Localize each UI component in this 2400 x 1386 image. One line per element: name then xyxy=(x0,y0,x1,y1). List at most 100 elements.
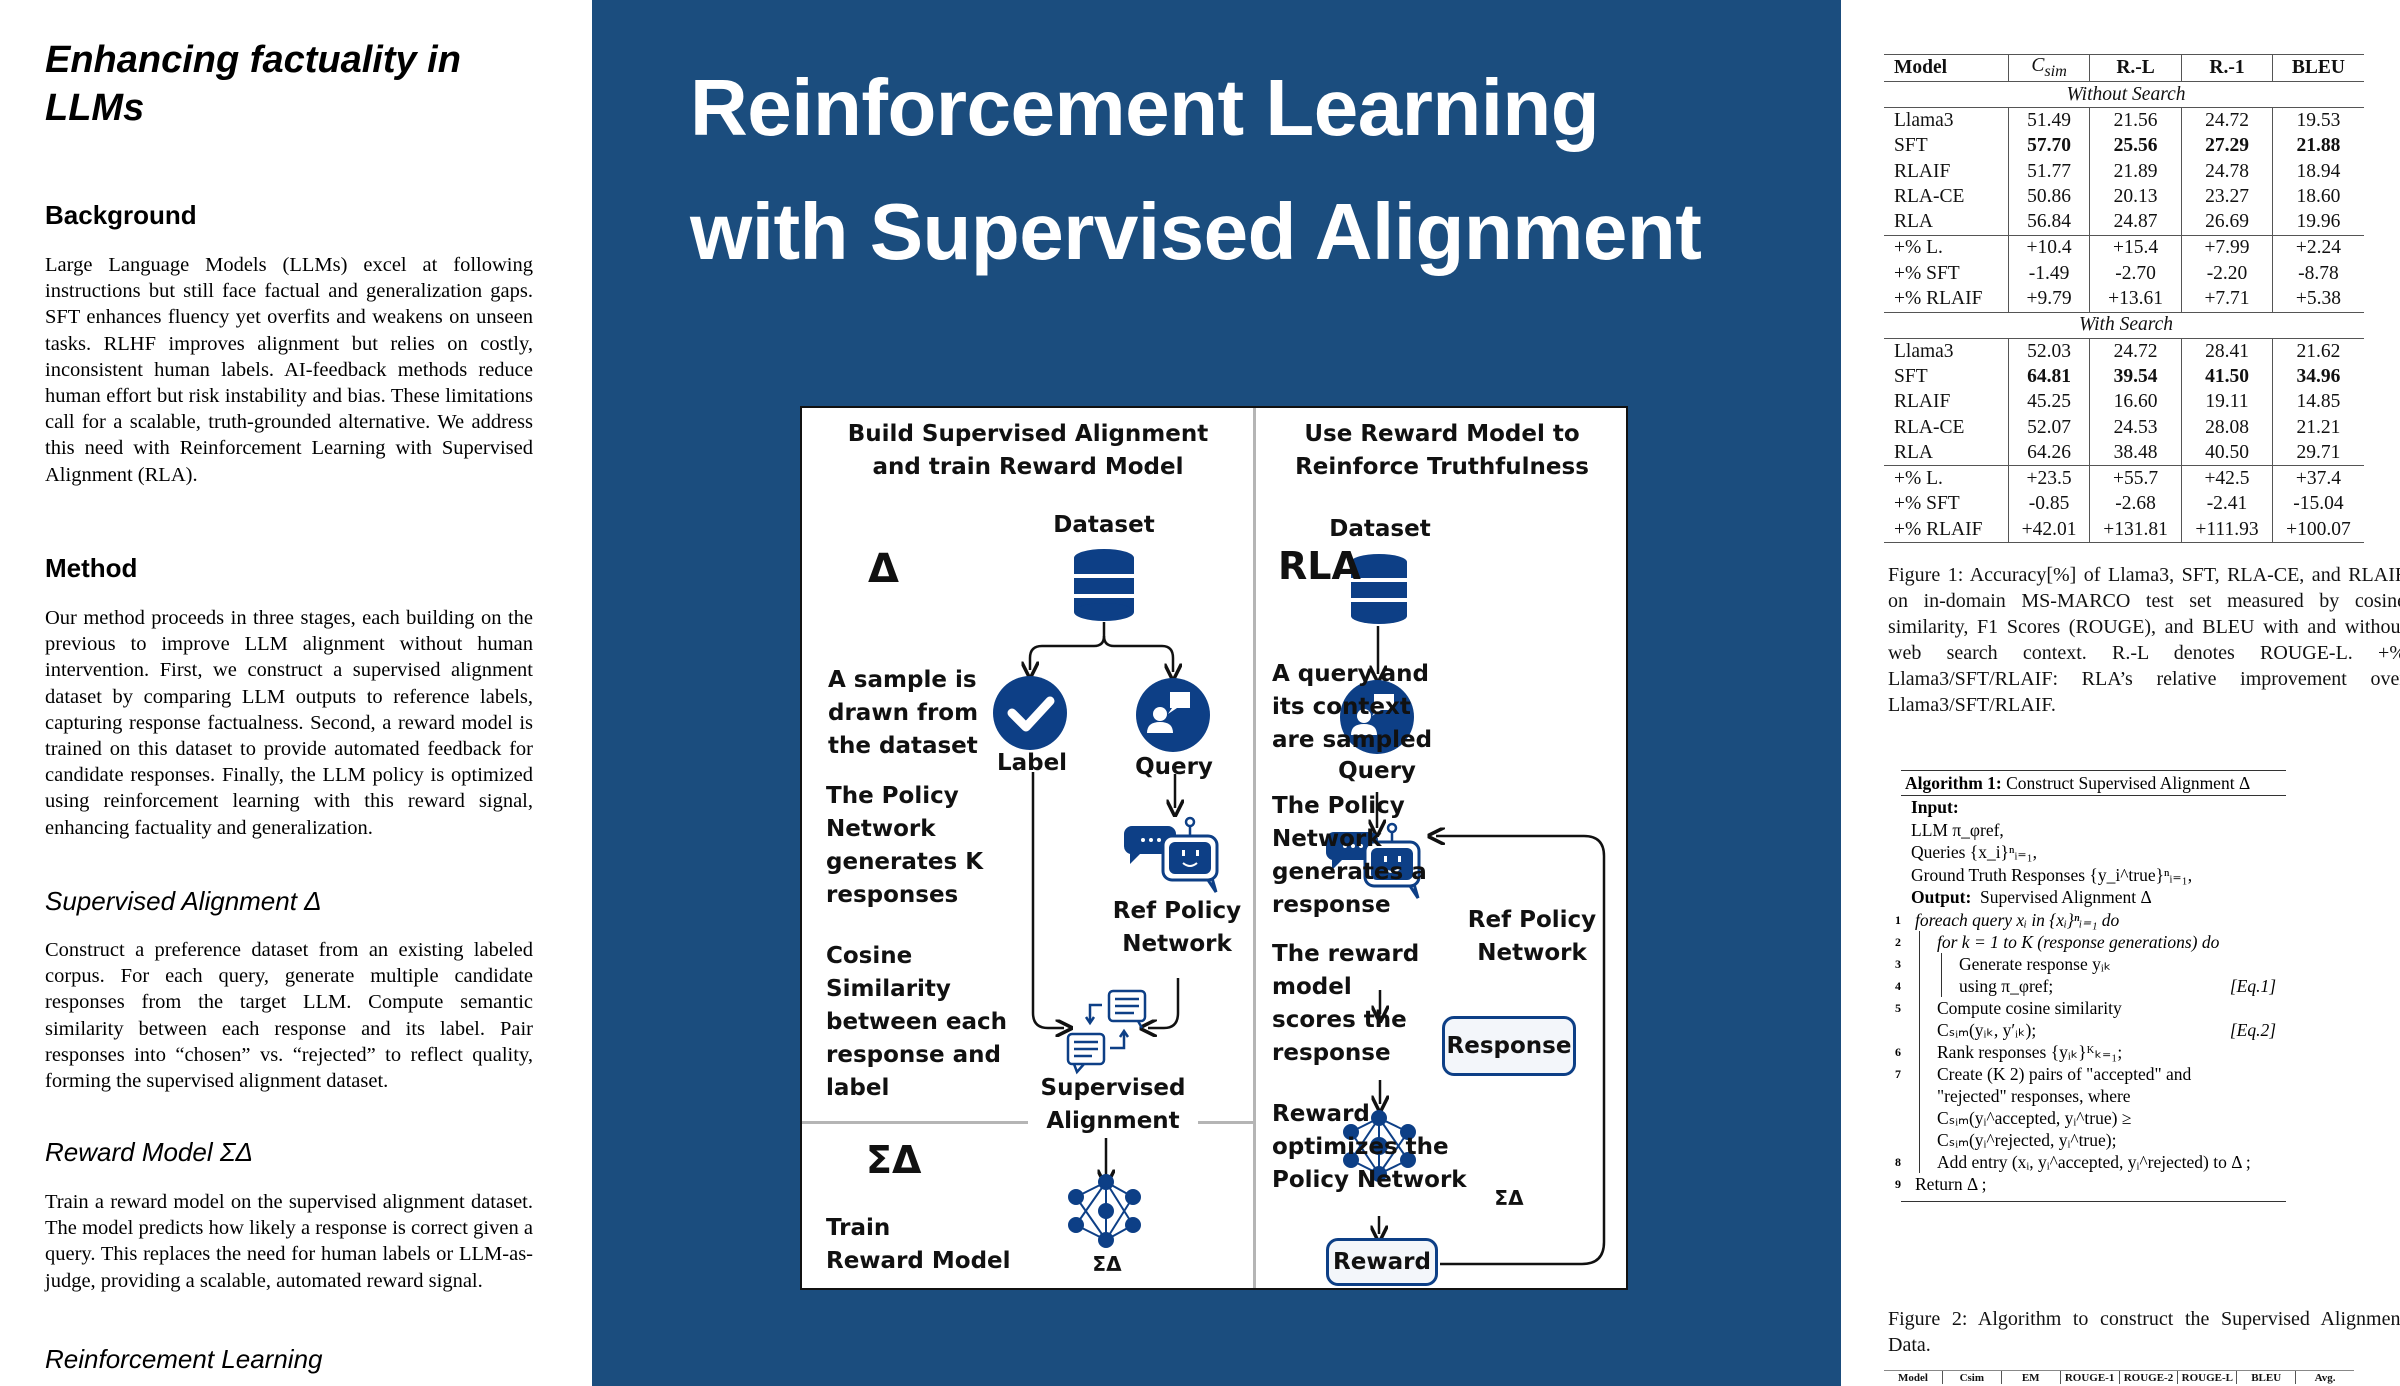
algo-line-text: Return Δ ; xyxy=(1915,1173,1987,1194)
cell-model: RLA-CE xyxy=(1894,416,1965,438)
sigma-delta-text: ΣΔ xyxy=(866,1138,922,1182)
cell-value: 51.49 xyxy=(2008,107,2090,134)
cell-value: 52.03 xyxy=(2008,338,2090,365)
algo-line-number: 4 xyxy=(1895,978,1901,993)
algo-line: "rejected" responses, where xyxy=(1901,1085,2286,1107)
query-label-right: Query xyxy=(1338,758,1416,784)
diagram-graphics xyxy=(993,549,1606,1266)
step-line: response xyxy=(1272,1040,1391,1066)
supervised-line2: Alignment xyxy=(1028,1105,1198,1138)
right-title-line2: Reinforce Truthfulness xyxy=(1295,454,1589,480)
algo-line-number: 6 xyxy=(1895,1044,1901,1059)
cell-value: 20.13 xyxy=(2088,184,2182,210)
column-divider xyxy=(1253,408,1256,1288)
robot-chat-icon-right xyxy=(1325,822,1421,899)
cell-model: RLA xyxy=(1894,211,1933,233)
delta-row: +% SFT-0.85-2.68-2.41-15.04 xyxy=(1884,491,2364,518)
cell-model: +% SFT xyxy=(1894,493,1960,515)
supervised-alignment-text: Construct a preference dataset from an e… xyxy=(45,939,533,1093)
sigma-delta-small-right: ΣΔ xyxy=(1494,1186,1524,1210)
step-line: response xyxy=(1272,892,1391,918)
section-title: Without Search xyxy=(1884,81,2364,109)
step-line: Similarity xyxy=(826,976,951,1002)
algo-line: 4 using π_φref; [Eq.1] xyxy=(1895,975,2286,997)
step-line: The Policy xyxy=(1272,793,1405,819)
algo-line-text: foreach query xᵢ in {xᵢ}ⁿᵢ₌₁ do xyxy=(1915,909,2120,930)
bottom-table-col: ROUGE-1 xyxy=(2059,1371,2119,1384)
cell-value: 21.88 xyxy=(2271,133,2364,159)
cell-model: Llama3 xyxy=(1894,340,1954,362)
step-line: Train xyxy=(826,1215,891,1241)
cell-value: 19.96 xyxy=(2271,209,2364,236)
cell-value: -15.04 xyxy=(2271,491,2364,518)
cell-model: +% RLAIF xyxy=(1884,286,2009,313)
algo-block-bar xyxy=(1919,930,1920,1173)
table-header-row: Model Csim R.-L R.-1 BLEU xyxy=(1884,54,2364,82)
algo-input: LLM π_φref, xyxy=(1911,819,2004,840)
cell-value: +37.4 xyxy=(2271,465,2364,492)
step-line: Reward xyxy=(1272,1101,1370,1127)
cell-value: +2.24 xyxy=(2271,234,2364,262)
background-text: Large Language Models (LLMs) excel at fo… xyxy=(45,254,533,486)
dataset-label: Dataset xyxy=(1053,512,1155,538)
cell-value: 40.50 xyxy=(2181,440,2273,466)
heading-reward-model: Reward Model ΣΔ xyxy=(45,1137,253,1167)
query-person-icon-right xyxy=(1340,680,1414,754)
supervised-alignment-label: Supervised Alignment xyxy=(1028,1072,1198,1138)
csim-c: C xyxy=(2031,55,2045,77)
neural-network-icon xyxy=(1068,1174,1141,1248)
algo-input: Ground Truth Responses {y_i^true}ⁿᵢ₌₁, xyxy=(1911,864,2193,885)
algo-line-text: "rejected" responses, where xyxy=(1937,1085,2131,1106)
algo-line-text: Compute cosine similarity xyxy=(1937,997,2122,1018)
banner-title-line1: Reinforcement Learning xyxy=(690,63,1600,152)
cell-value: 39.54 xyxy=(2088,364,2182,390)
algorithm-1: Algorithm 1: Construct Supervised Alignm… xyxy=(1895,770,2286,1202)
section-row: Without Search xyxy=(1884,81,2364,109)
cell-value: 21.89 xyxy=(2088,158,2182,185)
right-column-title: Use Reward Model to Reinforce Truthfulne… xyxy=(1256,418,1628,484)
cell-model: RLAIF xyxy=(1894,160,1951,182)
algo-eq-ref: [Eq.1] xyxy=(2229,975,2276,996)
step-query-sampled: A query and its context are sampled xyxy=(1272,658,1432,757)
cell-value: 56.84 xyxy=(2008,209,2090,236)
cell-value: 24.87 xyxy=(2088,209,2182,236)
algo-line-number: 3 xyxy=(1895,956,1901,971)
col-csim: Csim xyxy=(2008,54,2090,82)
algo-title-rest: Construct Supervised Alignment Δ xyxy=(2001,773,2251,793)
step-line: are sampled xyxy=(1272,727,1433,753)
heading-background: Background xyxy=(45,200,197,230)
step-line: the dataset xyxy=(828,733,978,759)
cell-value: +55.7 xyxy=(2088,465,2182,492)
cell-value: +15.4 xyxy=(2088,234,2182,262)
step-line: drawn from xyxy=(828,700,979,726)
algo-block-bar xyxy=(1941,952,1942,997)
cell-value: 29.71 xyxy=(2271,440,2364,466)
cell-model: +% L. xyxy=(1884,234,2009,262)
algo-line-text: using π_φref; xyxy=(1959,975,2054,996)
algo-line-text: Generate response yᵢₖ xyxy=(1959,953,2112,974)
cell-model: +% SFT xyxy=(1894,262,1960,284)
algo-line: 1 foreach query xᵢ in {xᵢ}ⁿᵢ₌₁ do xyxy=(1895,909,2286,931)
ref-policy-label-right: Ref Policy Network xyxy=(1462,904,1602,970)
delta-symbol: Δ xyxy=(868,546,899,592)
step-line: Cosine xyxy=(826,943,913,969)
step-line: scores the xyxy=(1272,1007,1407,1033)
cell-value: 45.25 xyxy=(2008,389,2090,415)
cell-value: 64.81 xyxy=(2008,364,2090,390)
algo-line-text: Add entry (xᵢ, yᵢ^accepted, yᵢ^rejected)… xyxy=(1937,1151,2251,1172)
algo-line-number: 1 xyxy=(1895,912,1901,927)
section-title: With Search xyxy=(1884,312,2364,339)
delta-row: +% L.+23.5+55.7+42.5+37.4 xyxy=(1884,465,2364,492)
heading-method: Method xyxy=(45,553,138,583)
algo-line-text: Cₛᵢₘ(yᵢ^rejected, yᵢ^true); xyxy=(1937,1129,2117,1150)
step-reward-scores: The reward model scores the response xyxy=(1272,938,1419,1070)
